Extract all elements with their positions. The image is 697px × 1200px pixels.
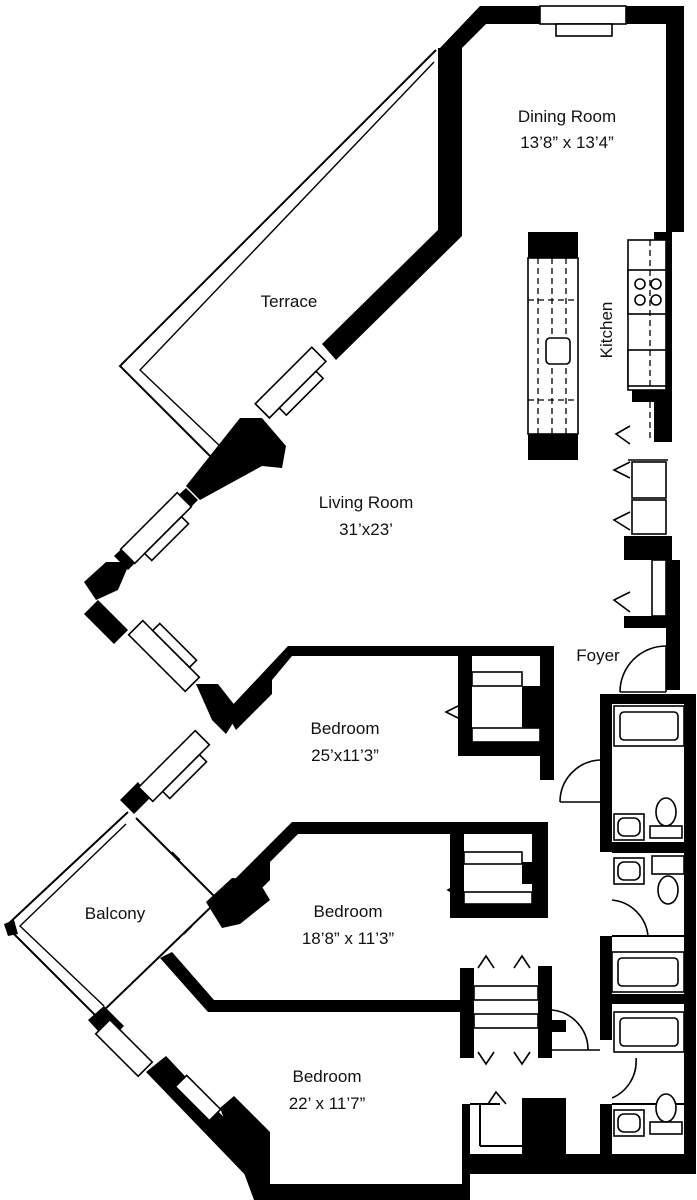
- sink-icon: [545, 337, 571, 365]
- bedroom-1-label: Bedroom: [311, 719, 380, 738]
- window-bedroom-3a: [94, 1018, 154, 1078]
- window-bedroom-3b: [174, 1074, 222, 1122]
- kitchen-label: Kitchen: [597, 302, 616, 359]
- bathroom-2: [611, 855, 685, 993]
- window-living-1: [119, 491, 193, 565]
- window-living-2: [127, 619, 201, 693]
- bedroom-1-size: 25’x11’3”: [311, 746, 379, 765]
- toilet-icon: [655, 797, 677, 827]
- toilet-icon: [657, 875, 679, 905]
- bedroom3-closet: [473, 954, 539, 1105]
- bedroom-2-label: Bedroom: [314, 902, 383, 921]
- window-bedroom-1: [137, 729, 211, 803]
- window-terrace-door: [254, 346, 328, 420]
- balcony-label: Balcony: [85, 904, 146, 923]
- exterior-walls: [4, 6, 696, 1200]
- kitchen-counter: [627, 239, 667, 440]
- living-room-label: Living Room: [319, 493, 414, 512]
- bedroom-3-label: Bedroom: [293, 1067, 362, 1086]
- dining-room-label: Dining Room: [518, 107, 616, 126]
- outlines: [4, 49, 684, 1147]
- window-dining: [539, 5, 627, 25]
- terrace-label: Terrace: [261, 292, 318, 311]
- bedroom2-closet: [446, 851, 533, 905]
- bedroom1-closet: [444, 671, 541, 743]
- front-door: [619, 645, 667, 693]
- bedroom-2-size: 18’8” x 11’3”: [302, 929, 395, 948]
- foyer-label: Foyer: [576, 646, 620, 665]
- living-room-size: 31’x23’: [339, 520, 393, 539]
- bathroom-3: [551, 1009, 685, 1137]
- room-labels: Dining Room 13’8” x 13’4” Terrace Kitche…: [85, 107, 620, 1113]
- bathroom-1: [559, 705, 685, 841]
- dining-room-size: 13’8” x 13’4”: [520, 133, 614, 152]
- toilet-icon: [655, 1093, 677, 1123]
- windows: [94, 5, 627, 1122]
- utility-closets: [612, 425, 668, 617]
- kitchen-island: [527, 232, 579, 460]
- bedroom-3-size: 22’ x 11’7”: [289, 1094, 366, 1113]
